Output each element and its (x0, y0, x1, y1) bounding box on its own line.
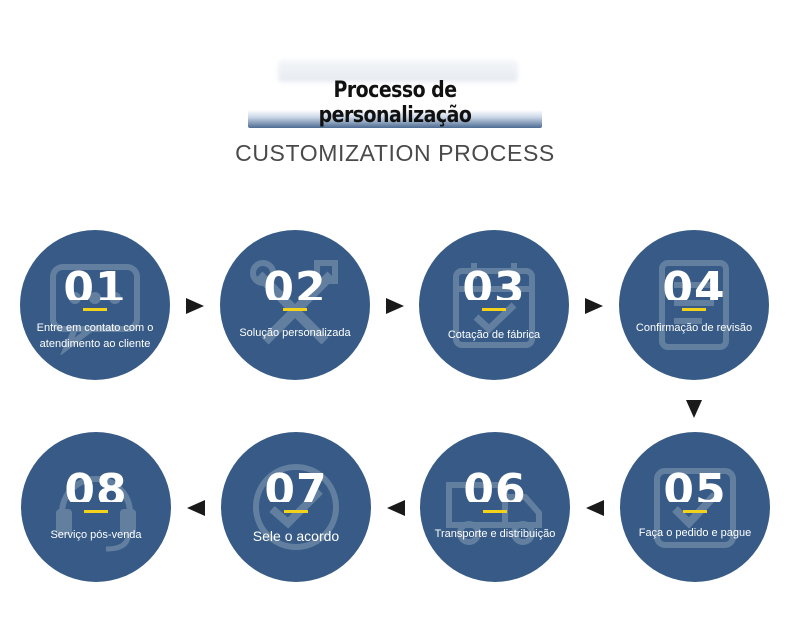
step-number: 03 (462, 263, 526, 300)
step-06: 06 Transporte e distribuição (420, 432, 570, 582)
step-accent-bar (84, 510, 108, 513)
step-02: 02 Solução personalizada (220, 230, 370, 380)
title-decoration (278, 60, 518, 82)
step-label: Serviço pós-venda (50, 529, 142, 541)
arrow-left-icon (187, 500, 205, 516)
step-label: Transporte e distribuição (434, 528, 556, 540)
step-05: 05 Faça o pedido e pague (620, 432, 770, 582)
step-label: Cotação de fábrica (447, 329, 541, 341)
step-01: 01 Entre em contato com o atendimento ao… (20, 230, 170, 380)
step-number: 07 (264, 465, 328, 502)
step-03: 03 Cotação de fábrica (419, 230, 569, 380)
page-subtitle: CUSTOMIZATION PROCESS (235, 140, 555, 166)
step-number: 08 (64, 465, 128, 502)
arrow-right-icon (386, 298, 404, 314)
arrow-right-icon (585, 298, 603, 314)
truck-icon (446, 482, 542, 545)
title-block: Processo de personalização (248, 60, 542, 132)
step-accent-bar (682, 308, 706, 311)
page-title: Processo de personalização (318, 78, 472, 128)
step-number: 02 (263, 263, 327, 300)
step-accent-bar (482, 308, 506, 311)
step-number: 04 (662, 263, 726, 300)
step-label: Solução personalizada (239, 327, 351, 339)
step-label: Confirmação de revisão (635, 322, 753, 334)
headset-icon (56, 476, 136, 552)
title-underline-band (248, 110, 542, 128)
step-07: 07 Sele o acordo (221, 432, 371, 582)
document-icon (659, 260, 729, 350)
step-08: 08 Serviço pós-venda (21, 432, 171, 582)
step-accent-bar (284, 510, 308, 513)
step-label: Entre em contato com o atendimento ao cl… (36, 322, 154, 350)
arrow-left-icon (586, 500, 604, 516)
calendar-check-icon (453, 263, 535, 348)
step-number: 05 (663, 465, 727, 502)
arrow-left-icon (387, 500, 405, 516)
step-label: Faça o pedido e pague (638, 527, 752, 539)
step-label: Sele o acordo (252, 528, 340, 544)
arrow-right-icon (186, 298, 204, 314)
step-04: 04 Confirmação de revisão (619, 230, 769, 380)
step-accent-bar (683, 510, 707, 513)
arrow-down-icon (686, 400, 702, 418)
order-check-icon (654, 468, 736, 548)
agreement-icon (253, 464, 339, 550)
step-number: 06 (463, 465, 527, 502)
chat-icon (50, 264, 140, 355)
step-accent-bar (83, 308, 107, 311)
step-accent-bar (283, 308, 307, 311)
step-accent-bar (483, 510, 507, 513)
step-number: 01 (63, 263, 127, 300)
